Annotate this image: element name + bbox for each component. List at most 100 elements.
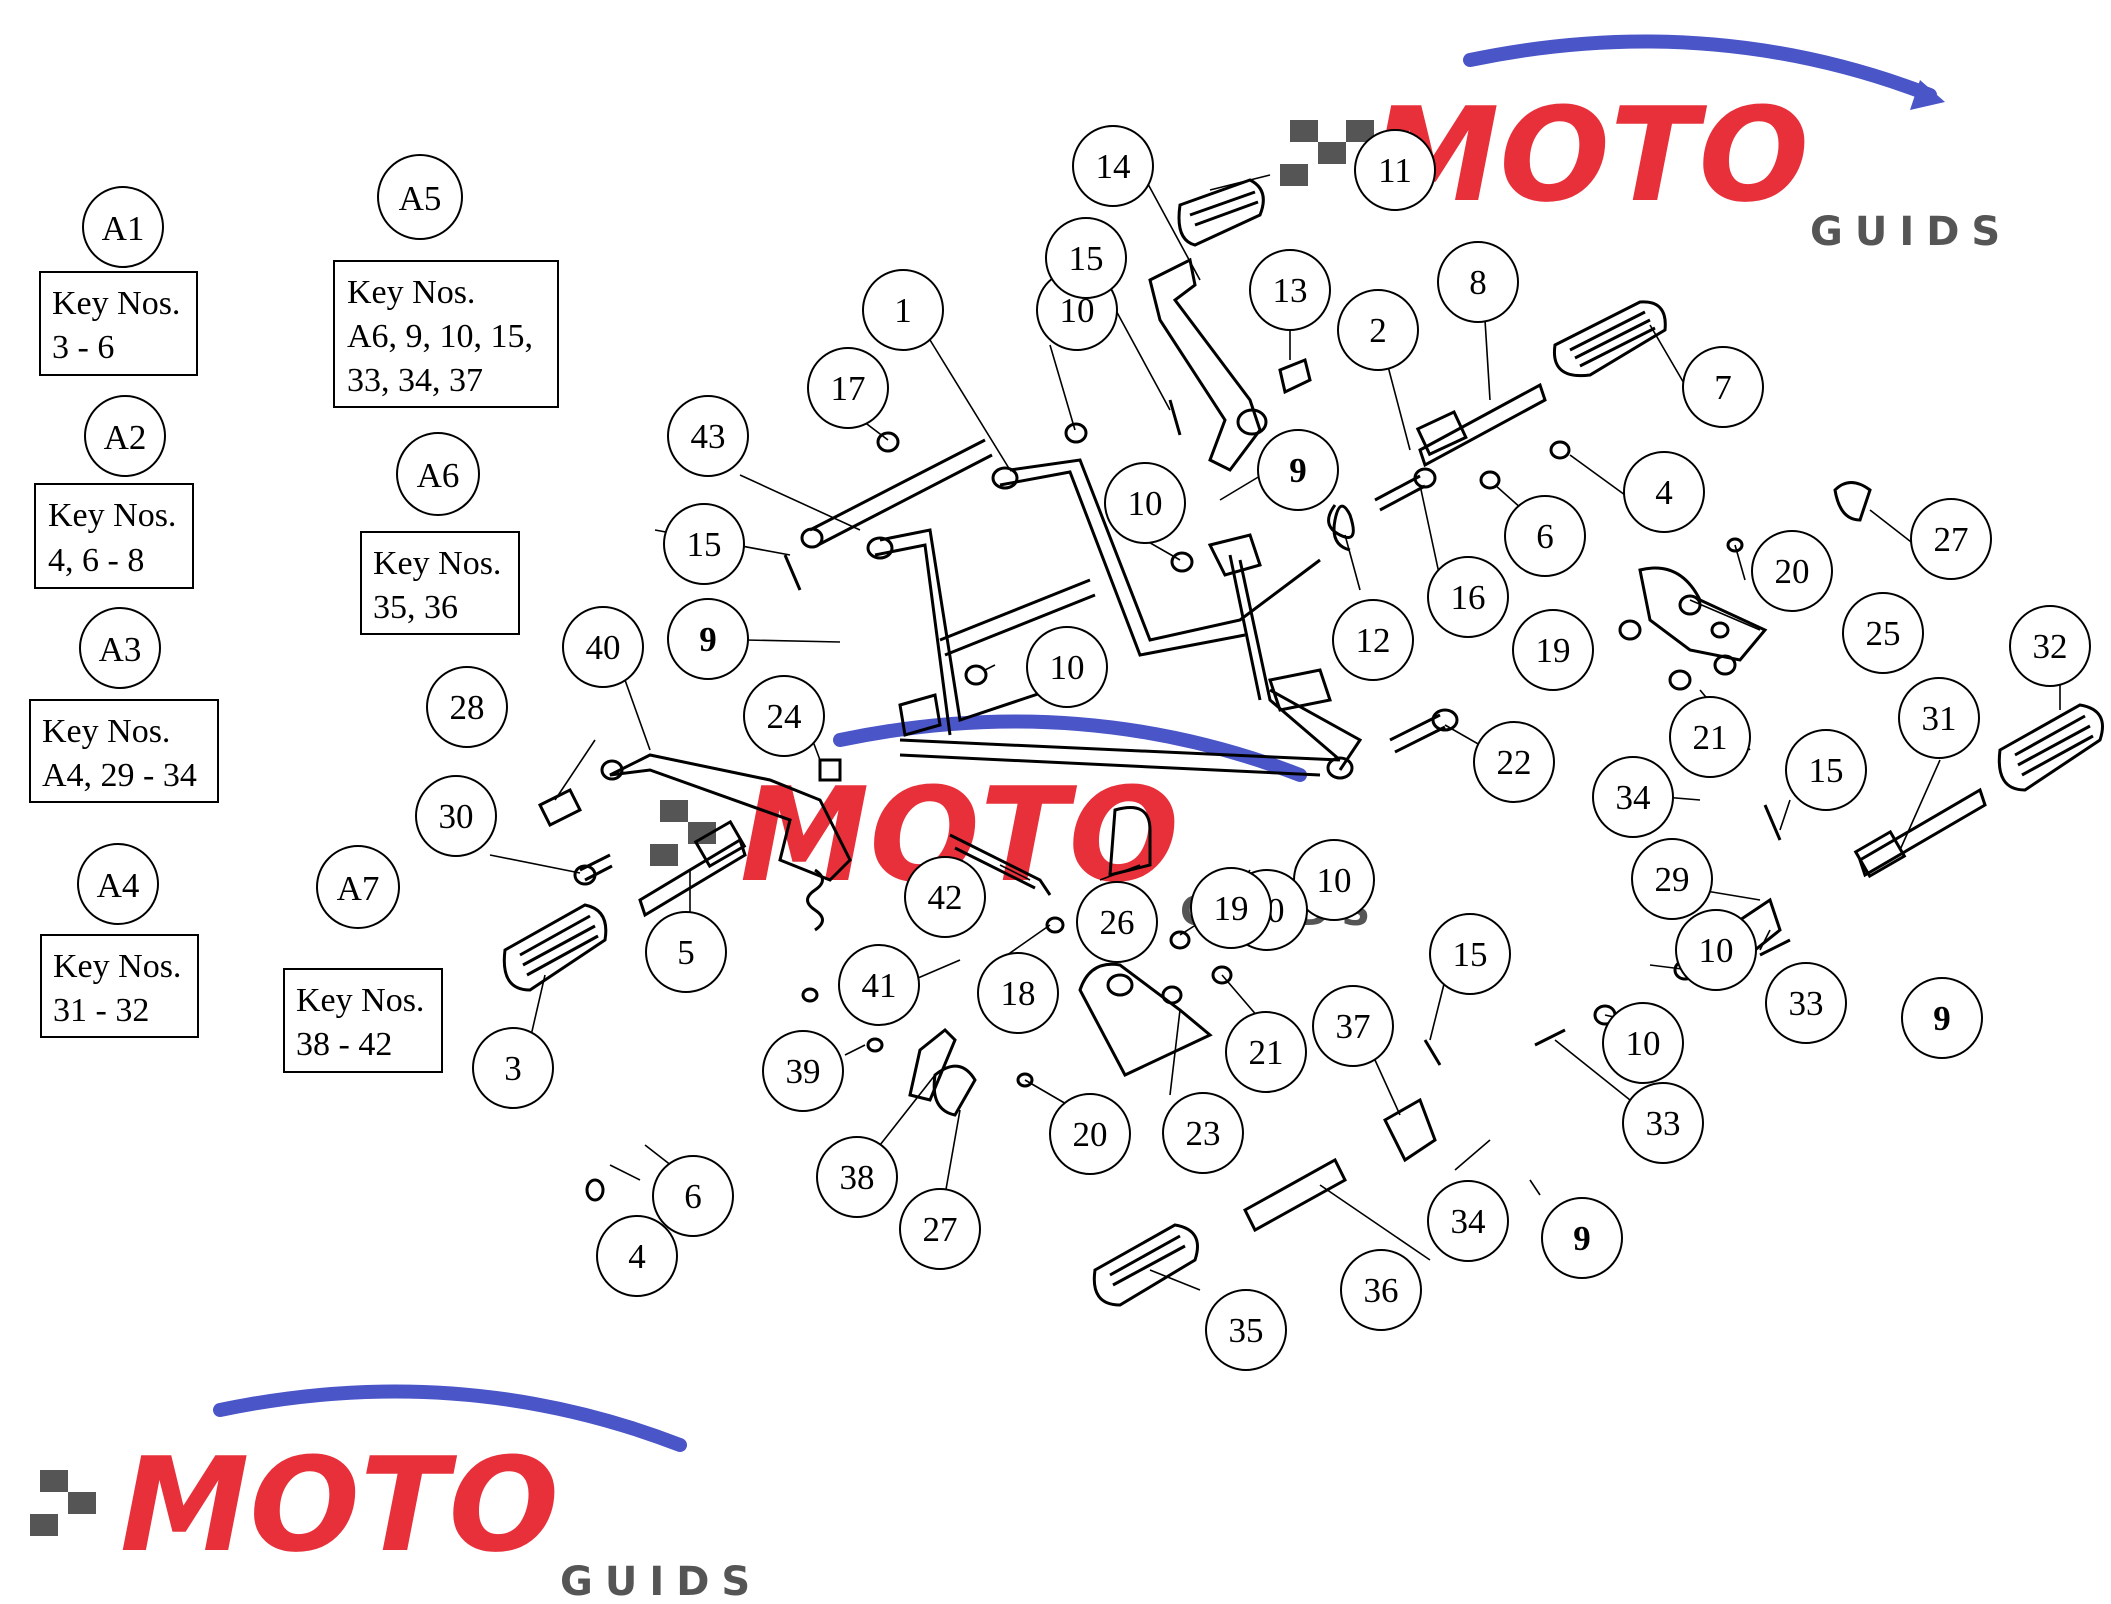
callout-number: 18 <box>1001 974 1036 1013</box>
callout-circle <box>807 347 889 429</box>
callout-10: 10 <box>1026 626 1108 708</box>
callout-number: 2 <box>1369 311 1387 350</box>
callout-number: 10 <box>1128 484 1163 523</box>
main-stand-frame <box>866 458 1363 780</box>
parts-drawing <box>502 178 2104 1307</box>
callout-circle <box>1429 913 1511 995</box>
callout-number: 16 <box>1451 578 1486 617</box>
callout-circle <box>1049 1093 1131 1175</box>
callout-circle <box>2009 605 2091 687</box>
footpeg-32 <box>1997 703 2104 792</box>
callout-33: 33 <box>1765 962 1847 1044</box>
callout-19: 19 <box>1512 609 1594 691</box>
callout-number: 26 <box>1100 903 1135 942</box>
callout-circle <box>1622 1082 1704 1164</box>
callout-10: 10 <box>1675 909 1757 991</box>
callout-11: 11 <box>1354 129 1436 211</box>
key-box-keys: 4, 6 - 8 <box>48 542 144 579</box>
callout-4: 4 <box>1623 451 1705 533</box>
callout-number: 4 <box>1655 473 1673 512</box>
callout-bubbles: 1234456678999910101010101010111213141515… <box>415 125 2091 1371</box>
callout-14: 14 <box>1072 125 1154 207</box>
callout-circle <box>1504 495 1586 577</box>
callout-19: 19 <box>1190 867 1272 949</box>
callout-number: 9 <box>1933 999 1951 1038</box>
callout-number: 17 <box>831 369 866 408</box>
callout-15: 15 <box>663 503 745 585</box>
callout-number: 21 <box>1693 718 1728 757</box>
callout-circle <box>1190 867 1272 949</box>
callout-number: 33 <box>1646 1104 1681 1143</box>
rod-43 <box>809 438 993 547</box>
watermark-sub-text: GUIDS <box>560 1559 762 1604</box>
callout-circle <box>1785 729 1867 811</box>
callout-12: 12 <box>1332 599 1414 681</box>
callout-number: 37 <box>1336 1007 1371 1046</box>
legend-group-a6: A6 Key Nos. 35, 36 <box>360 432 520 635</box>
callout-6: 6 <box>1504 495 1586 577</box>
footpeg-11 <box>1177 178 1265 247</box>
callout-circle <box>838 944 920 1026</box>
callout-number: 35 <box>1229 1311 1264 1350</box>
callout-circle <box>1162 1092 1244 1174</box>
callout-number: 10 <box>1626 1024 1661 1063</box>
callout-31: 31 <box>1898 677 1980 759</box>
callout-circle <box>1901 977 1983 1059</box>
callout-2: 2 <box>1337 289 1419 371</box>
callout-number: 25 <box>1866 614 1901 653</box>
callout-9: 9 <box>667 598 749 680</box>
callout-1: 1 <box>862 269 944 351</box>
callout-9: 9 <box>1257 429 1339 511</box>
key-box-title: Key Nos. <box>296 982 424 1019</box>
callout-circle <box>667 598 749 680</box>
callout-number: 1 <box>894 291 912 330</box>
group-label: A4 <box>97 866 140 905</box>
callout-32: 32 <box>2009 605 2091 687</box>
callout-33: 33 <box>1622 1082 1704 1164</box>
callout-number: 12 <box>1356 621 1391 660</box>
callout-circle <box>1312 985 1394 1067</box>
callout-circle <box>1225 1011 1307 1093</box>
legend-group-a4: A4 Key Nos. 31 - 32 <box>40 843 199 1038</box>
watermark-logo-bottom: MOTO GUIDS <box>30 1384 762 1604</box>
callout-number: 28 <box>450 688 485 727</box>
callout-circle <box>1512 609 1594 691</box>
lever-14 <box>1148 257 1262 472</box>
callout-circle <box>596 1215 678 1297</box>
callout-13: 13 <box>1249 249 1331 331</box>
callout-10: 10 <box>1293 839 1375 921</box>
callout-26: 26 <box>1076 881 1158 963</box>
callout-circle <box>816 1136 898 1218</box>
callout-circle <box>1623 451 1705 533</box>
callout-number: 21 <box>1249 1033 1284 1072</box>
callout-9: 9 <box>1541 1197 1623 1279</box>
key-box-keys: A6, 9, 10, 15, <box>347 318 533 355</box>
callout-circle <box>977 952 1059 1034</box>
callout-34: 34 <box>1427 1180 1509 1262</box>
callout-39: 39 <box>762 1030 844 1112</box>
key-box-keys: 3 - 6 <box>52 329 114 366</box>
callout-34: 34 <box>1592 756 1674 838</box>
legend-group-a5: A5 Key Nos. A6, 9, 10, 15, 33, 34, 37 <box>333 154 559 408</box>
callout-circle <box>1751 530 1833 612</box>
key-box-title: Key Nos. <box>347 274 475 311</box>
footpeg-35 <box>1092 1223 1199 1307</box>
callout-21: 21 <box>1225 1011 1307 1093</box>
callout-circle <box>663 503 745 585</box>
legend-group-a3: A3 Key Nos. A4, 29 - 34 <box>29 607 219 803</box>
callout-circle <box>1205 1289 1287 1371</box>
callout-circle <box>1076 881 1158 963</box>
callout-18: 18 <box>977 952 1059 1034</box>
callout-number: 19 <box>1214 889 1249 928</box>
callout-circle <box>645 911 727 993</box>
callout-number: 10 <box>1699 931 1734 970</box>
bracket-25 <box>1638 566 1768 662</box>
callout-22: 22 <box>1473 721 1555 803</box>
callout-3: 3 <box>472 1027 554 1109</box>
callout-number: 10 <box>1050 648 1085 687</box>
callout-23: 23 <box>1162 1092 1244 1174</box>
callout-43: 43 <box>667 395 749 477</box>
callout-37: 37 <box>1312 985 1394 1067</box>
key-box-keys: 35, 36 <box>373 589 458 626</box>
